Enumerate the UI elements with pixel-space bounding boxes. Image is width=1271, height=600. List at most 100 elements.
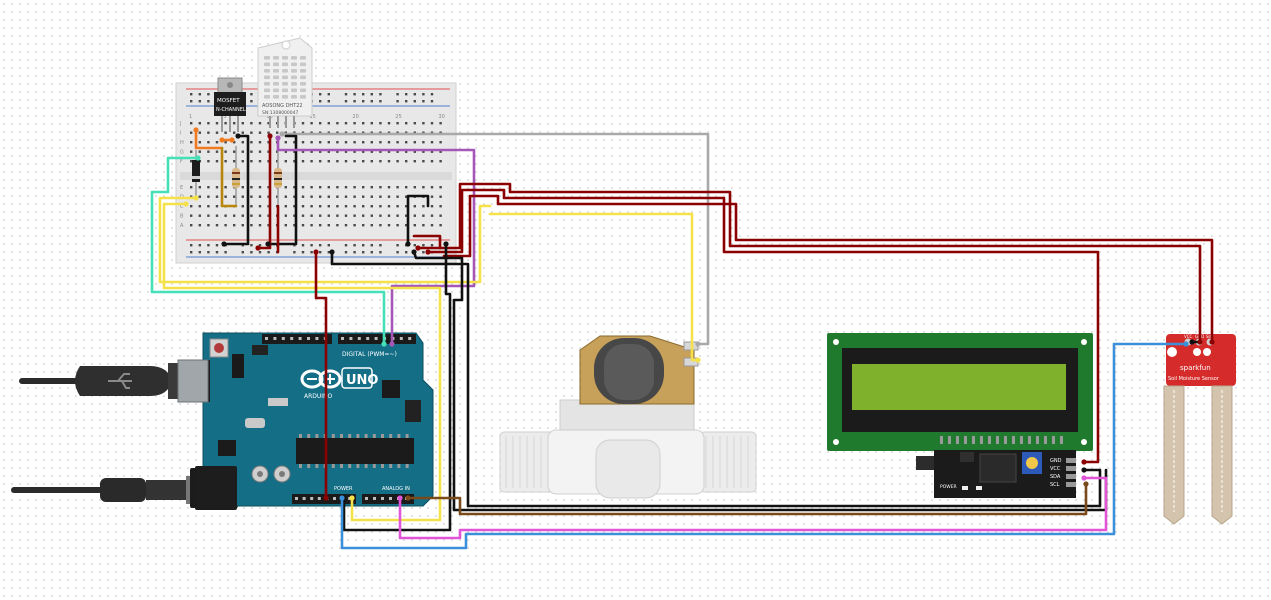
wire-black: [330, 250, 1102, 508]
wire-red: [426, 188, 1100, 464]
wire-endpoint: [389, 341, 395, 347]
resistor: [274, 150, 282, 208]
wire-endpoint: [339, 495, 345, 501]
wire-endpoint: [1209, 339, 1215, 345]
dht22-serial: SN:1308000047: [262, 110, 299, 116]
wire-endpoint: [195, 155, 201, 161]
dht22-sensor: AOSONG DHT22 SN:1308000047: [257, 37, 313, 128]
wire-yellow: [158, 196, 492, 284]
wire-terminals: [183, 127, 1215, 501]
soil-sensor-label: Soil Moisture Sensor: [1168, 376, 1220, 382]
usb-symbol-icon: [108, 373, 132, 389]
digital-label: DIGITAL (PWM=~): [342, 351, 397, 358]
breadboard-column-label: 25: [395, 114, 401, 120]
arduino-model: UNO: [346, 373, 379, 388]
wire-endpoint: [275, 135, 281, 141]
mosfet-transistor: MOSFET N-CHANNEL: [214, 77, 246, 132]
breadboard-row-label: G: [180, 150, 184, 156]
i2c-pin-label: VCC: [1050, 466, 1061, 472]
breadboard-row-label: I: [180, 131, 181, 137]
wire-endpoint: [405, 241, 411, 247]
power-label: POWER: [334, 486, 353, 492]
wire-endpoint: [1083, 481, 1089, 487]
wires: [150, 128, 1214, 550]
wire-pink: [398, 476, 1108, 540]
wire-endpoint: [349, 495, 355, 501]
mosfet-label: MOSFET: [217, 98, 240, 104]
wire-grey: [280, 132, 710, 346]
wire-endpoint: [255, 245, 261, 251]
resistor: [232, 146, 240, 206]
breadboard-column-label: 30: [438, 114, 444, 120]
wire-endpoint: [229, 137, 235, 143]
wire-black: [412, 250, 1108, 512]
wire-orange: [194, 128, 224, 150]
sparkfun-flame-icon: [1167, 347, 1177, 357]
capacitor-icon: [251, 465, 291, 483]
wire-endpoint: [221, 241, 227, 247]
wire-red: [442, 194, 1214, 344]
i2c-backpack: GND VCC SDA SCL POWER: [916, 450, 1076, 498]
analog-label: ANALOG IN: [382, 486, 410, 492]
sparkfun-brand: sparkfun: [1180, 364, 1211, 372]
wire-endpoint: [235, 133, 241, 139]
wire-endpoint: [1183, 341, 1189, 347]
wire-yellow: [162, 202, 442, 522]
breadboard-column-label: 5: [223, 114, 226, 120]
breadboard-column-label: 20: [352, 114, 358, 120]
wire-black: [222, 134, 250, 246]
wire-endpoint: [329, 249, 335, 255]
wire-red: [256, 134, 272, 250]
wire-black: [406, 194, 430, 246]
wire-endpoint: [1081, 459, 1087, 465]
i2c-pin-label: SDA: [1050, 474, 1061, 480]
wire-endpoint: [193, 127, 199, 133]
wire-endpoint: [695, 341, 701, 347]
arduino-logo-icon: [300, 369, 342, 389]
wire-endpoint: [415, 245, 421, 251]
breadboard-column-label: 15: [309, 114, 315, 120]
breadboard-row-label: F: [180, 159, 183, 165]
wire-endpoint: [313, 249, 319, 255]
breadboard-row-label: A: [180, 223, 184, 229]
wire-endpoint: [265, 241, 271, 247]
wire-endpoint: [1081, 475, 1087, 481]
wire-blue: [340, 342, 1188, 550]
wire-endpoint: [381, 341, 387, 347]
wire-endpoint: [183, 201, 189, 207]
i2c-pin-label: SCL: [1050, 482, 1060, 488]
wire-endpoint: [1189, 339, 1195, 345]
wire-endpoint: [267, 133, 273, 139]
wire-red: [412, 234, 442, 250]
wire-red: [416, 182, 1202, 344]
arduino-uno-board: DIGITAL (PWM=~) ARDUINO UNO POWER: [177, 332, 434, 510]
breadboard-row-label: B: [180, 214, 184, 220]
dht22-label: AOSONG DHT22: [262, 103, 303, 109]
wire-endpoint: [405, 495, 411, 501]
i2c-power-label: POWER: [940, 484, 957, 490]
i2c-pin-label: GND: [1050, 458, 1062, 464]
breadboard-row-label: J: [179, 121, 181, 127]
soil-pin-label: SIG: [1206, 334, 1213, 339]
breadboard-row-label: E: [180, 185, 183, 191]
wire-endpoint: [193, 195, 199, 201]
wire-purple: [276, 136, 476, 346]
lcd-display: [827, 333, 1093, 451]
arduino-brand: ARDUINO: [304, 393, 333, 400]
wire-black: [266, 134, 298, 246]
wire-endpoint: [443, 241, 449, 247]
wire-brown: [220, 146, 238, 208]
wire-brown: [406, 482, 1088, 516]
breadboard-row-label: C: [180, 204, 184, 210]
wire-endpoint: [323, 495, 329, 501]
wire-black: [342, 242, 452, 532]
wire-red: [314, 250, 328, 500]
wire-yellow: [488, 212, 700, 362]
wire-endpoint: [1197, 339, 1203, 345]
lcd-screen: [852, 364, 1066, 410]
wire-endpoint: [397, 495, 403, 501]
soil-pin-label: VCC: [1184, 334, 1193, 339]
mosfet-sub-label: N-CHANNEL: [216, 107, 246, 113]
wire-endpoint: [1081, 467, 1087, 473]
